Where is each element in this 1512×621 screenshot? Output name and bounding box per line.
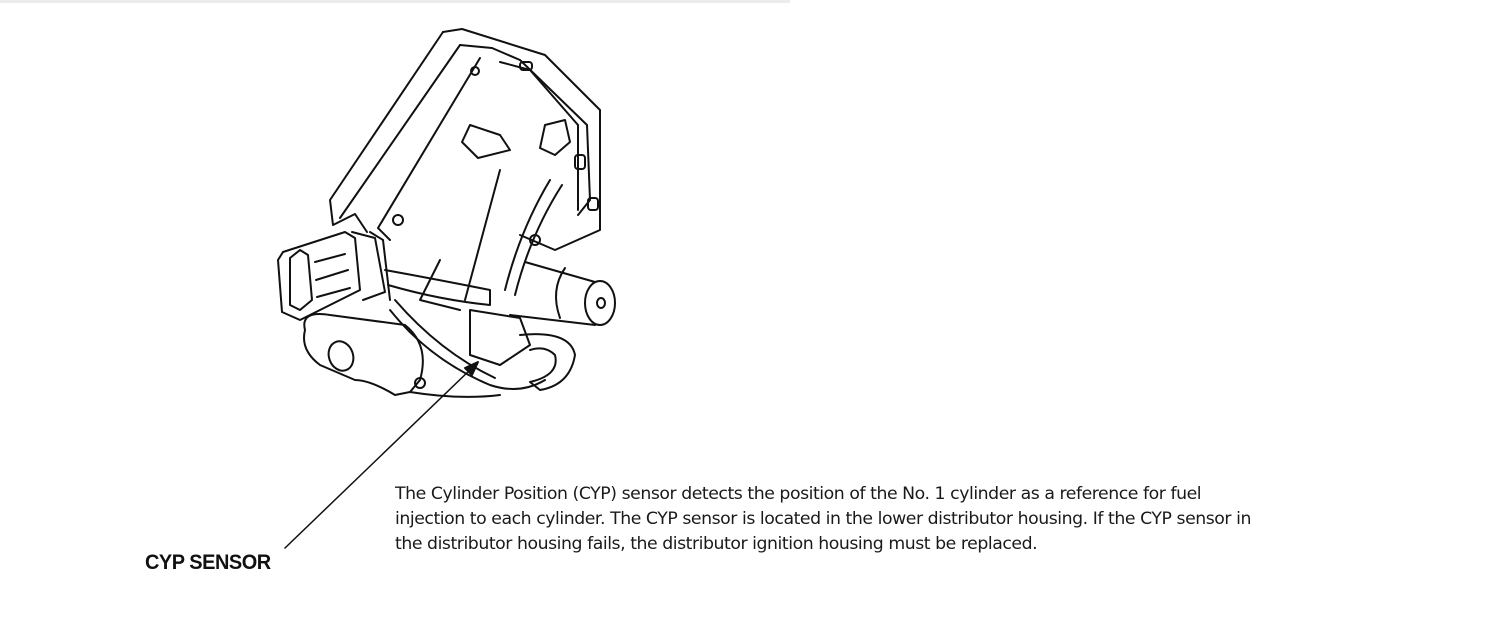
wires [384, 179, 563, 390]
description-paragraph: The Cylinder Position (CYP) sensor detec… [395, 482, 1495, 557]
connector [277, 231, 391, 321]
description-line: the distributor housing fails, the distr… [395, 534, 1038, 554]
arrowhead-icon [464, 361, 479, 376]
base-mount [303, 309, 576, 398]
cyp-sensor-label: CYP SENSOR [145, 551, 271, 574]
distributor-housing [329, 28, 601, 311]
description-line: The Cylinder Position (CYP) sensor detec… [395, 484, 1202, 504]
description-line: injection to each cylinder. The CYP sens… [395, 509, 1251, 529]
shaft [509, 261, 616, 326]
top-border [0, 0, 790, 3]
leader-line [284, 361, 479, 549]
